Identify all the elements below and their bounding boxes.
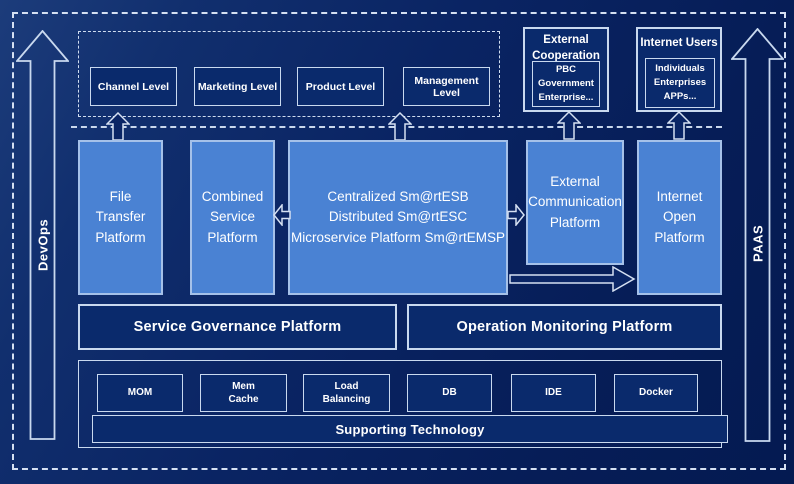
up-arrow-icon: [557, 111, 581, 140]
up-arrow-icon: [106, 112, 130, 141]
internet-users-title: Internet Users: [640, 37, 718, 49]
internet-open-platform: Internet Open Platform: [637, 140, 722, 295]
level-box-channel: Channel Level: [90, 67, 177, 106]
devops-label: DevOps: [35, 218, 51, 272]
level-box-marketing: Marketing Level: [194, 67, 281, 106]
right-arrow-icon: [507, 204, 525, 226]
devops-rail: DevOps: [16, 30, 69, 440]
up-arrow-icon: [388, 112, 412, 141]
level-box-management: Management Level: [403, 67, 490, 106]
tech-box-db: DB: [407, 374, 492, 412]
internet-users-box: Internet Users Individuals Enterprises A…: [636, 27, 722, 112]
supporting-technology-group: [78, 360, 722, 448]
combined-service-platform: Combined Service Platform: [190, 140, 275, 295]
paas-label: PAAS: [750, 224, 766, 262]
internet-users-members: Individuals Enterprises APPs...: [645, 58, 715, 108]
level-box-product: Product Level: [297, 67, 384, 106]
tech-box-docker: Docker: [614, 374, 698, 412]
tech-box-ide: IDE: [511, 374, 596, 412]
supporting-technology-bar: Supporting Technology: [92, 415, 728, 443]
up-arrow-icon: [16, 30, 69, 440]
external-cooperation-box: External Cooperation PBC Government Ente…: [523, 27, 609, 112]
external-cooperation-title: External Cooperation: [532, 34, 600, 62]
file-transfer-platform: File Transfer Platform: [78, 140, 163, 295]
outer-dashed-border: [12, 12, 786, 470]
tech-box-mem-cache: Mem Cache: [200, 374, 287, 412]
external-communication-platform: External Communication Platform: [526, 140, 624, 265]
up-arrow-icon: [731, 28, 784, 442]
left-arrow-icon: [273, 204, 291, 226]
tech-box-load-balancing: Load Balancing: [303, 374, 390, 412]
operation-monitoring-platform: Operation Monitoring Platform: [407, 304, 722, 350]
tech-box-mom: MOM: [97, 374, 183, 412]
paas-rail: PAAS: [731, 28, 784, 442]
esb-platform: Centralized Sm@rtESB Distributed Sm@rtES…: [288, 140, 508, 295]
up-arrow-icon: [667, 111, 691, 140]
long-right-arrow-icon: [509, 266, 636, 292]
service-governance-platform: Service Governance Platform: [78, 304, 397, 350]
levels-dashed-group: [78, 31, 500, 117]
external-cooperation-members: PBC Government Enterprise...: [532, 61, 600, 107]
